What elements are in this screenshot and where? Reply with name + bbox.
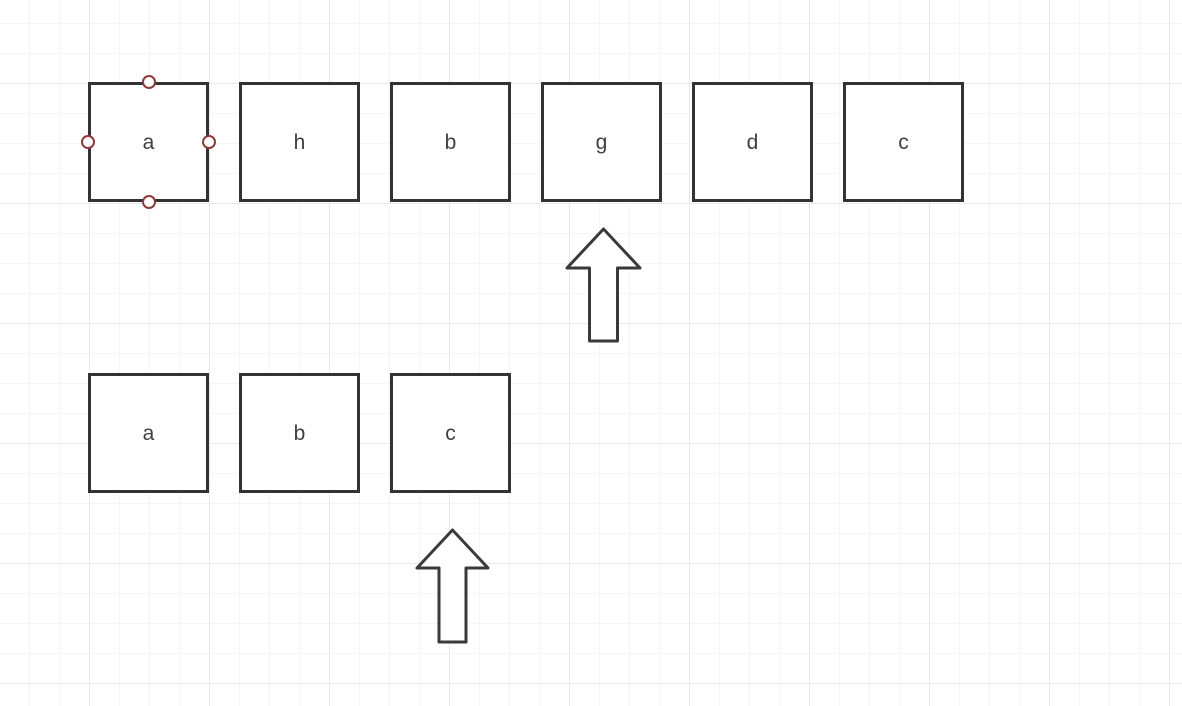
shape-label: a — [142, 130, 155, 154]
up-arrow-shape[interactable] — [413, 526, 492, 646]
connection-point-left[interactable] — [81, 135, 95, 149]
shape-label: b — [293, 421, 306, 445]
shape-label: c — [898, 130, 909, 154]
shape-label: b — [444, 130, 457, 154]
shape-label: h — [293, 130, 306, 154]
shape-label: d — [746, 130, 759, 154]
shape-square-top-a[interactable]: a — [88, 82, 209, 202]
shape-square-top-h[interactable]: h — [239, 82, 360, 202]
arrow-polygon — [415, 528, 490, 644]
shape-square-top-b[interactable]: b — [390, 82, 511, 202]
shape-square-top-c[interactable]: c — [843, 82, 964, 202]
shape-label: c — [445, 421, 456, 445]
arrow-polygon — [565, 227, 642, 343]
connection-point-top[interactable] — [141, 75, 156, 89]
shape-square-bottom-a[interactable]: a — [88, 373, 209, 493]
shape-label: g — [595, 130, 608, 154]
up-arrow-shape[interactable] — [563, 225, 644, 345]
connection-point-bottom[interactable] — [141, 195, 156, 209]
shape-square-bottom-b[interactable]: b — [239, 373, 360, 493]
connection-point-right[interactable] — [202, 135, 216, 149]
shape-square-top-d[interactable]: d — [692, 82, 813, 202]
shape-label: a — [142, 421, 155, 445]
shape-square-bottom-c[interactable]: c — [390, 373, 511, 493]
shape-square-top-g[interactable]: g — [541, 82, 662, 202]
